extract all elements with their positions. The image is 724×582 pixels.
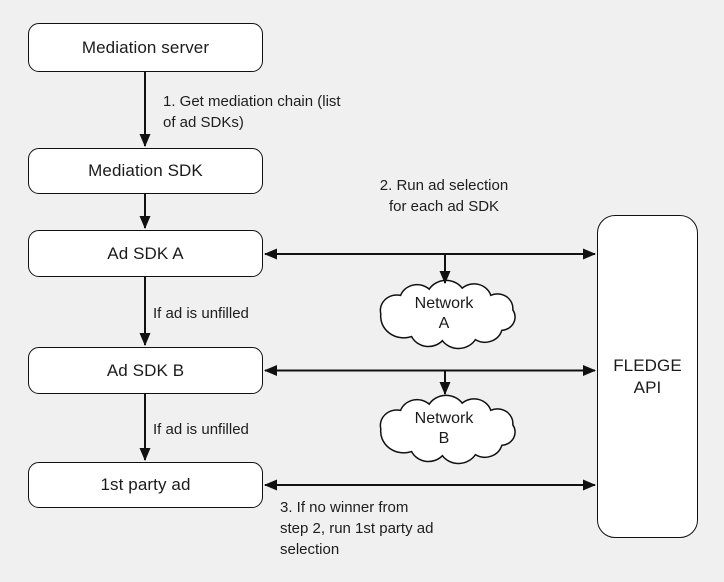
node-mediation-sdk: Mediation SDK — [28, 148, 263, 194]
annotation-unfilled-b: If ad is unfilled — [153, 421, 249, 438]
node-first-party-ad: 1st party ad — [28, 462, 263, 508]
network-a-label: Network A — [414, 295, 474, 332]
node-mediation-server: Mediation server — [28, 23, 263, 72]
annotation-step1: 1. Get mediation chain (list of ad SDKs) — [163, 93, 341, 131]
network-b-label: Network B — [414, 410, 474, 447]
annotation-step2: 2. Run ad selection for each ad SDK — [379, 177, 509, 215]
node-ad-sdk-b: Ad SDK B — [28, 347, 263, 394]
network-b-cloud-icon — [380, 395, 515, 463]
node-ad-sdk-a: Ad SDK A — [28, 230, 263, 277]
node-fledge-api: FLEDGE API — [597, 215, 698, 538]
network-a-cloud-icon — [380, 280, 515, 348]
annotation-unfilled-a: If ad is unfilled — [153, 305, 249, 322]
annotation-step3: 3. If no winner from step 2, run 1st par… — [280, 499, 434, 558]
